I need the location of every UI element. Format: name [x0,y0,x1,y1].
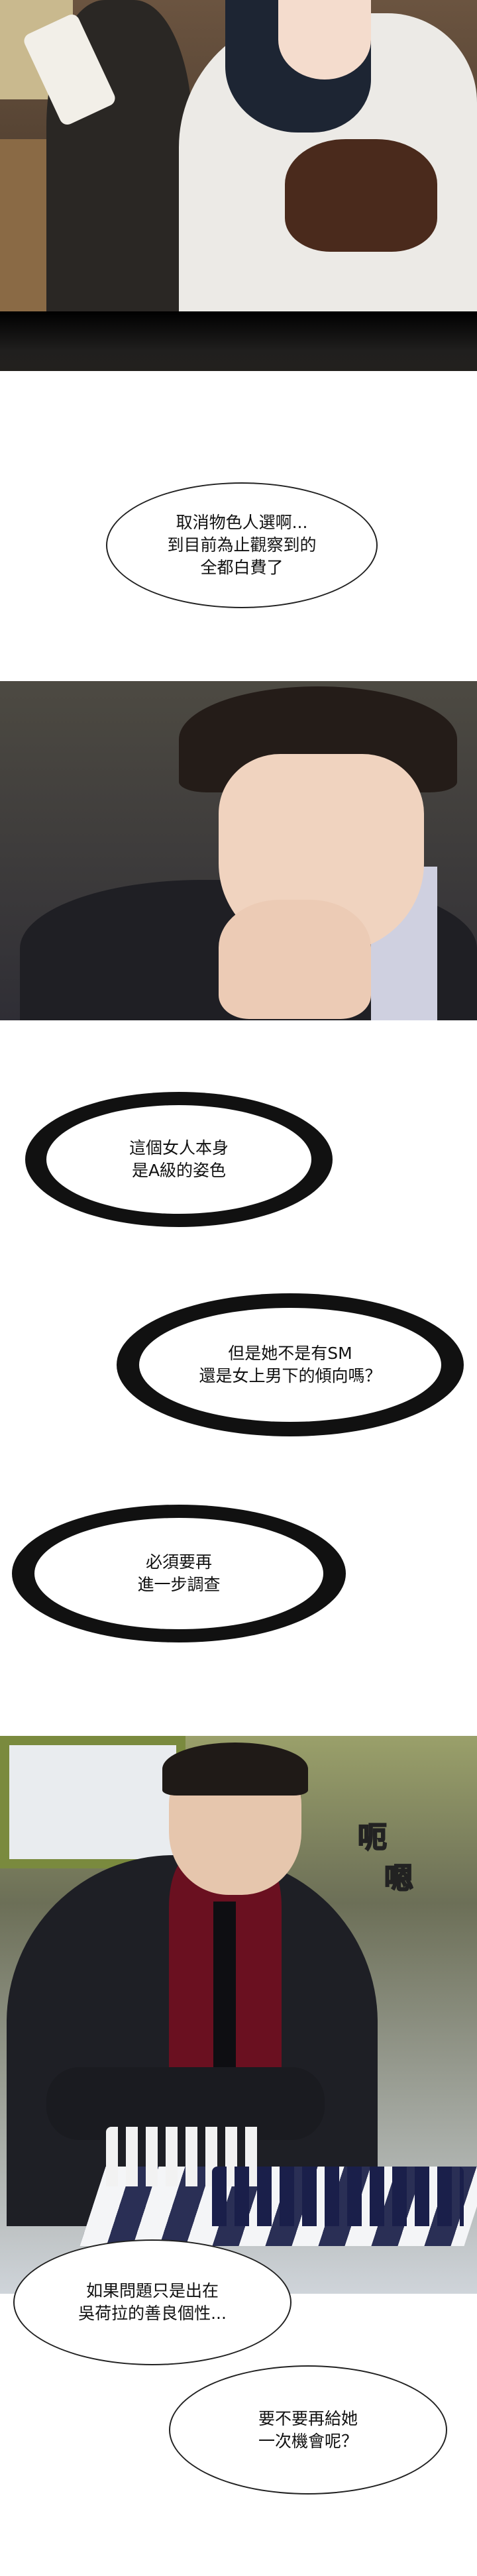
spiky-outline [117,1293,464,1436]
panel-office-phone [0,0,477,371]
black-chess-pieces [212,2167,464,2226]
speech-bubble: 要不要再給她 一次機會呢？ [169,2365,447,2495]
bubble-text: 這個女人本身 是A級的姿色 [129,1138,229,1180]
thought-bubble: 但是她不是有SM 還是女上男下的傾向嗎？ [105,1282,476,1448]
thought-bubble: 這個女人本身 是A級的姿色 [13,1080,344,1239]
bubble-text: 必須要再 進一步調查 [137,1552,221,1594]
bubble-text: 但是她不是有SM 還是女上男下的傾向嗎？ [199,1344,382,1385]
panel-chess [0,1736,477,2294]
sound-effect: 嗯 [384,1862,414,1896]
man-hair [162,1743,308,1796]
man-hand [219,900,371,1019]
bubble-text: 取消物色人選啊... 到目前為止觀察到的 全都白費了 [167,513,317,577]
handbag [285,139,437,252]
window-frame [0,1736,186,1868]
speech-bubble: 如果問題只是出在 吳荷拉的善良個性... [13,2239,292,2365]
spiky-outline [25,1092,333,1227]
bubble-text: 如果問題只是出在 吳荷拉的善良個性... [78,2281,227,2323]
bubble-text: 要不要再給她 一次機會呢？ [258,2408,358,2451]
spiky-outline [12,1505,346,1642]
sound-effect: 呃 [357,1821,388,1854]
panel-man-thinking [0,681,477,1020]
speech-bubble: 取消物色人選啊... 到目前為止觀察到的 全都白費了 [106,482,378,608]
panel-fade [0,311,477,371]
thought-bubble: 必須要再 進一步調查 [0,1494,358,1653]
woman-face [278,0,371,80]
